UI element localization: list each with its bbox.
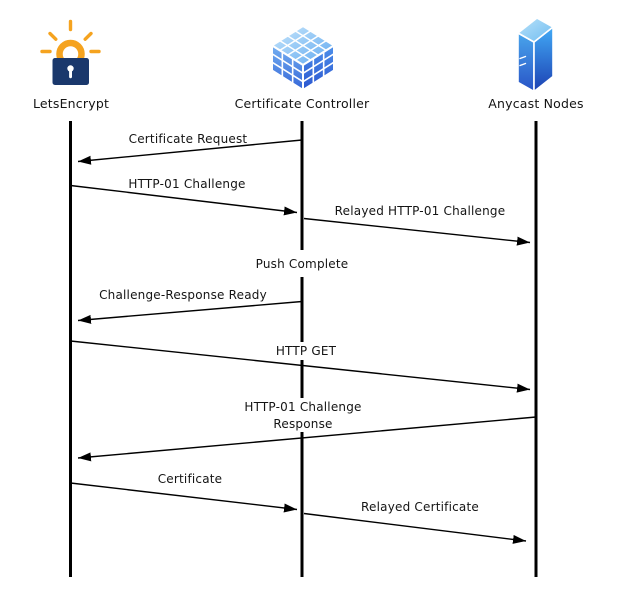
message-label-push-complete: Push Complete [256,257,349,271]
cube-top-grid [278,30,328,61]
server-vent-marks [519,55,527,67]
push-complete-label-bg [248,250,356,277]
message-label-certificate-request: Certificate Request [129,132,248,146]
message-arrow-certificate [70,482,298,513]
actor-label-certificate-controller: Certificate Controller [235,96,370,111]
server-left-face [517,32,535,93]
cube-left-grid [271,51,304,85]
message-label-relayed-certificate: Relayed Certificate [361,500,479,514]
message-arrow-certificate-request [77,139,303,165]
keyhole-icon [67,65,74,72]
message-label-http01-challenge-response-line1: HTTP-01 Challenge [244,400,361,414]
challenge-response-label-bg [233,398,373,432]
message-label-http01-challenge-response-line2: Response [273,417,332,431]
cube-right-grid [302,51,335,85]
message-label-relayed-http01-challenge: Relayed HTTP-01 Challenge [335,204,506,218]
server-top-face [517,17,554,43]
cube-icon [271,25,335,91]
sun-rays [40,19,101,54]
message-arrow-challenge-response-ready [77,300,303,324]
message-arrow-http-get [70,340,531,393]
actor-label-anycast-nodes: Anycast Nodes [488,96,584,111]
message-label-http-get: HTTP GET [276,344,337,358]
message-arrow-http01-challenge-response [77,416,537,462]
message-arrow-relayed-http01-challenge [303,217,531,246]
letsencrypt-lock-icon [40,19,101,85]
http-get-label-bg [270,342,342,360]
keyhole-stem [69,69,72,79]
message-arrow-http01-challenge [70,184,298,216]
message-arrow-relayed-certificate [303,512,527,544]
message-label-http01-challenge: HTTP-01 Challenge [128,177,245,191]
message-label-challenge-response-ready: Challenge-Response Ready [99,288,267,302]
label-backgrounds [233,250,373,432]
server-icon [517,17,554,93]
message-label-certificate: Certificate [158,472,223,486]
actor-label-letsencrypt: LetsEncrypt [33,96,109,111]
